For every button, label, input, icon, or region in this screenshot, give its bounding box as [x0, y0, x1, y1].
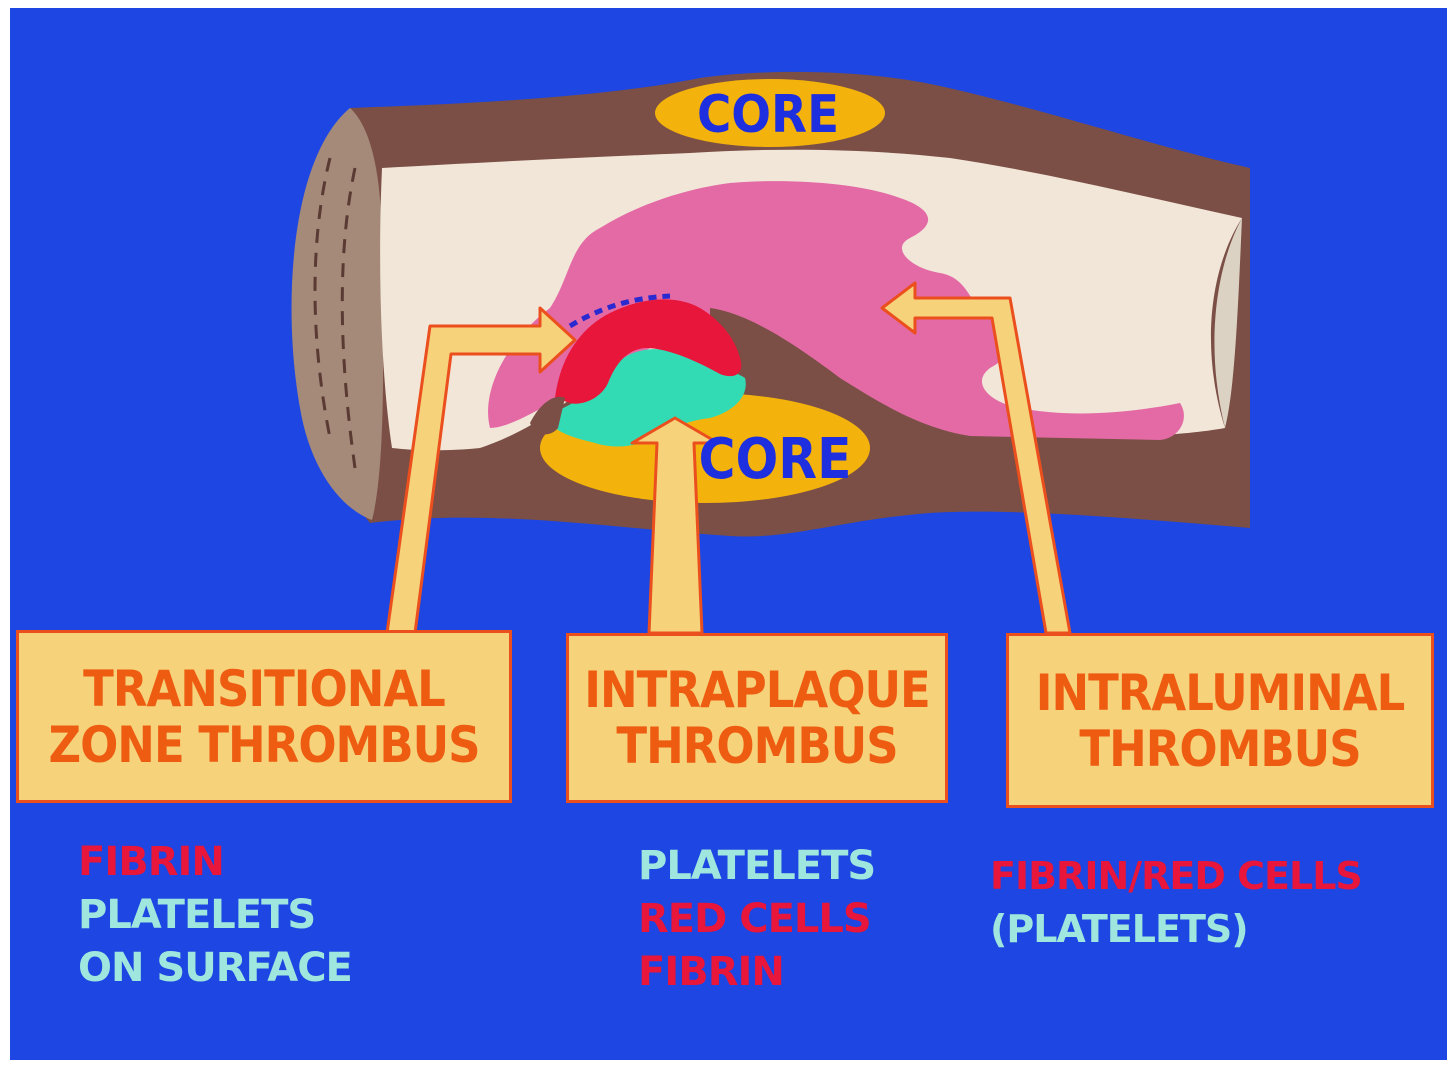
core-bottom-label: CORE [698, 427, 851, 492]
transitional-line1: TRANSITIONAL [83, 661, 445, 717]
legend-intraplaque: PLATELETS RED CELLS FIBRIN [638, 840, 875, 999]
legend-fibrin-mid: FIBRIN [638, 946, 875, 999]
legend-on-surface: ON SURFACE [78, 942, 352, 995]
intraplaque-box: INTRAPLAQUE THROMBUS [566, 633, 948, 803]
legend-intraluminal: FIBRIN/RED CELLS (PLATELETS) [990, 850, 1362, 956]
diagram-slide: CORE CORE TRANSITIONAL ZONE THROMBUS INT… [10, 8, 1447, 1060]
intraluminal-line2: THROMBUS [1079, 721, 1360, 777]
transitional-zone-box: TRANSITIONAL ZONE THROMBUS [16, 630, 512, 803]
intraplaque-line1: INTRAPLAQUE [584, 662, 929, 718]
legend-platelets-mid: PLATELETS [638, 840, 875, 893]
intraplaque-line2: THROMBUS [616, 718, 897, 774]
core-top-label: CORE [697, 85, 839, 145]
vessel-cut-end [292, 108, 384, 520]
legend-red-cells-mid: RED CELLS [638, 893, 875, 946]
transitional-line2: ZONE THROMBUS [48, 717, 479, 773]
legend-fibrin: FIBRIN [78, 836, 352, 889]
legend-platelets-paren: (PLATELETS) [990, 903, 1362, 956]
legend-fibrin-red-cells: FIBRIN/RED CELLS [990, 850, 1362, 903]
legend-transitional: FIBRIN PLATELETS ON SURFACE [78, 836, 352, 995]
intraluminal-line1: INTRALUMINAL [1036, 665, 1405, 721]
intraluminal-box: INTRALUMINAL THROMBUS [1006, 633, 1434, 808]
legend-platelets: PLATELETS [78, 889, 352, 942]
